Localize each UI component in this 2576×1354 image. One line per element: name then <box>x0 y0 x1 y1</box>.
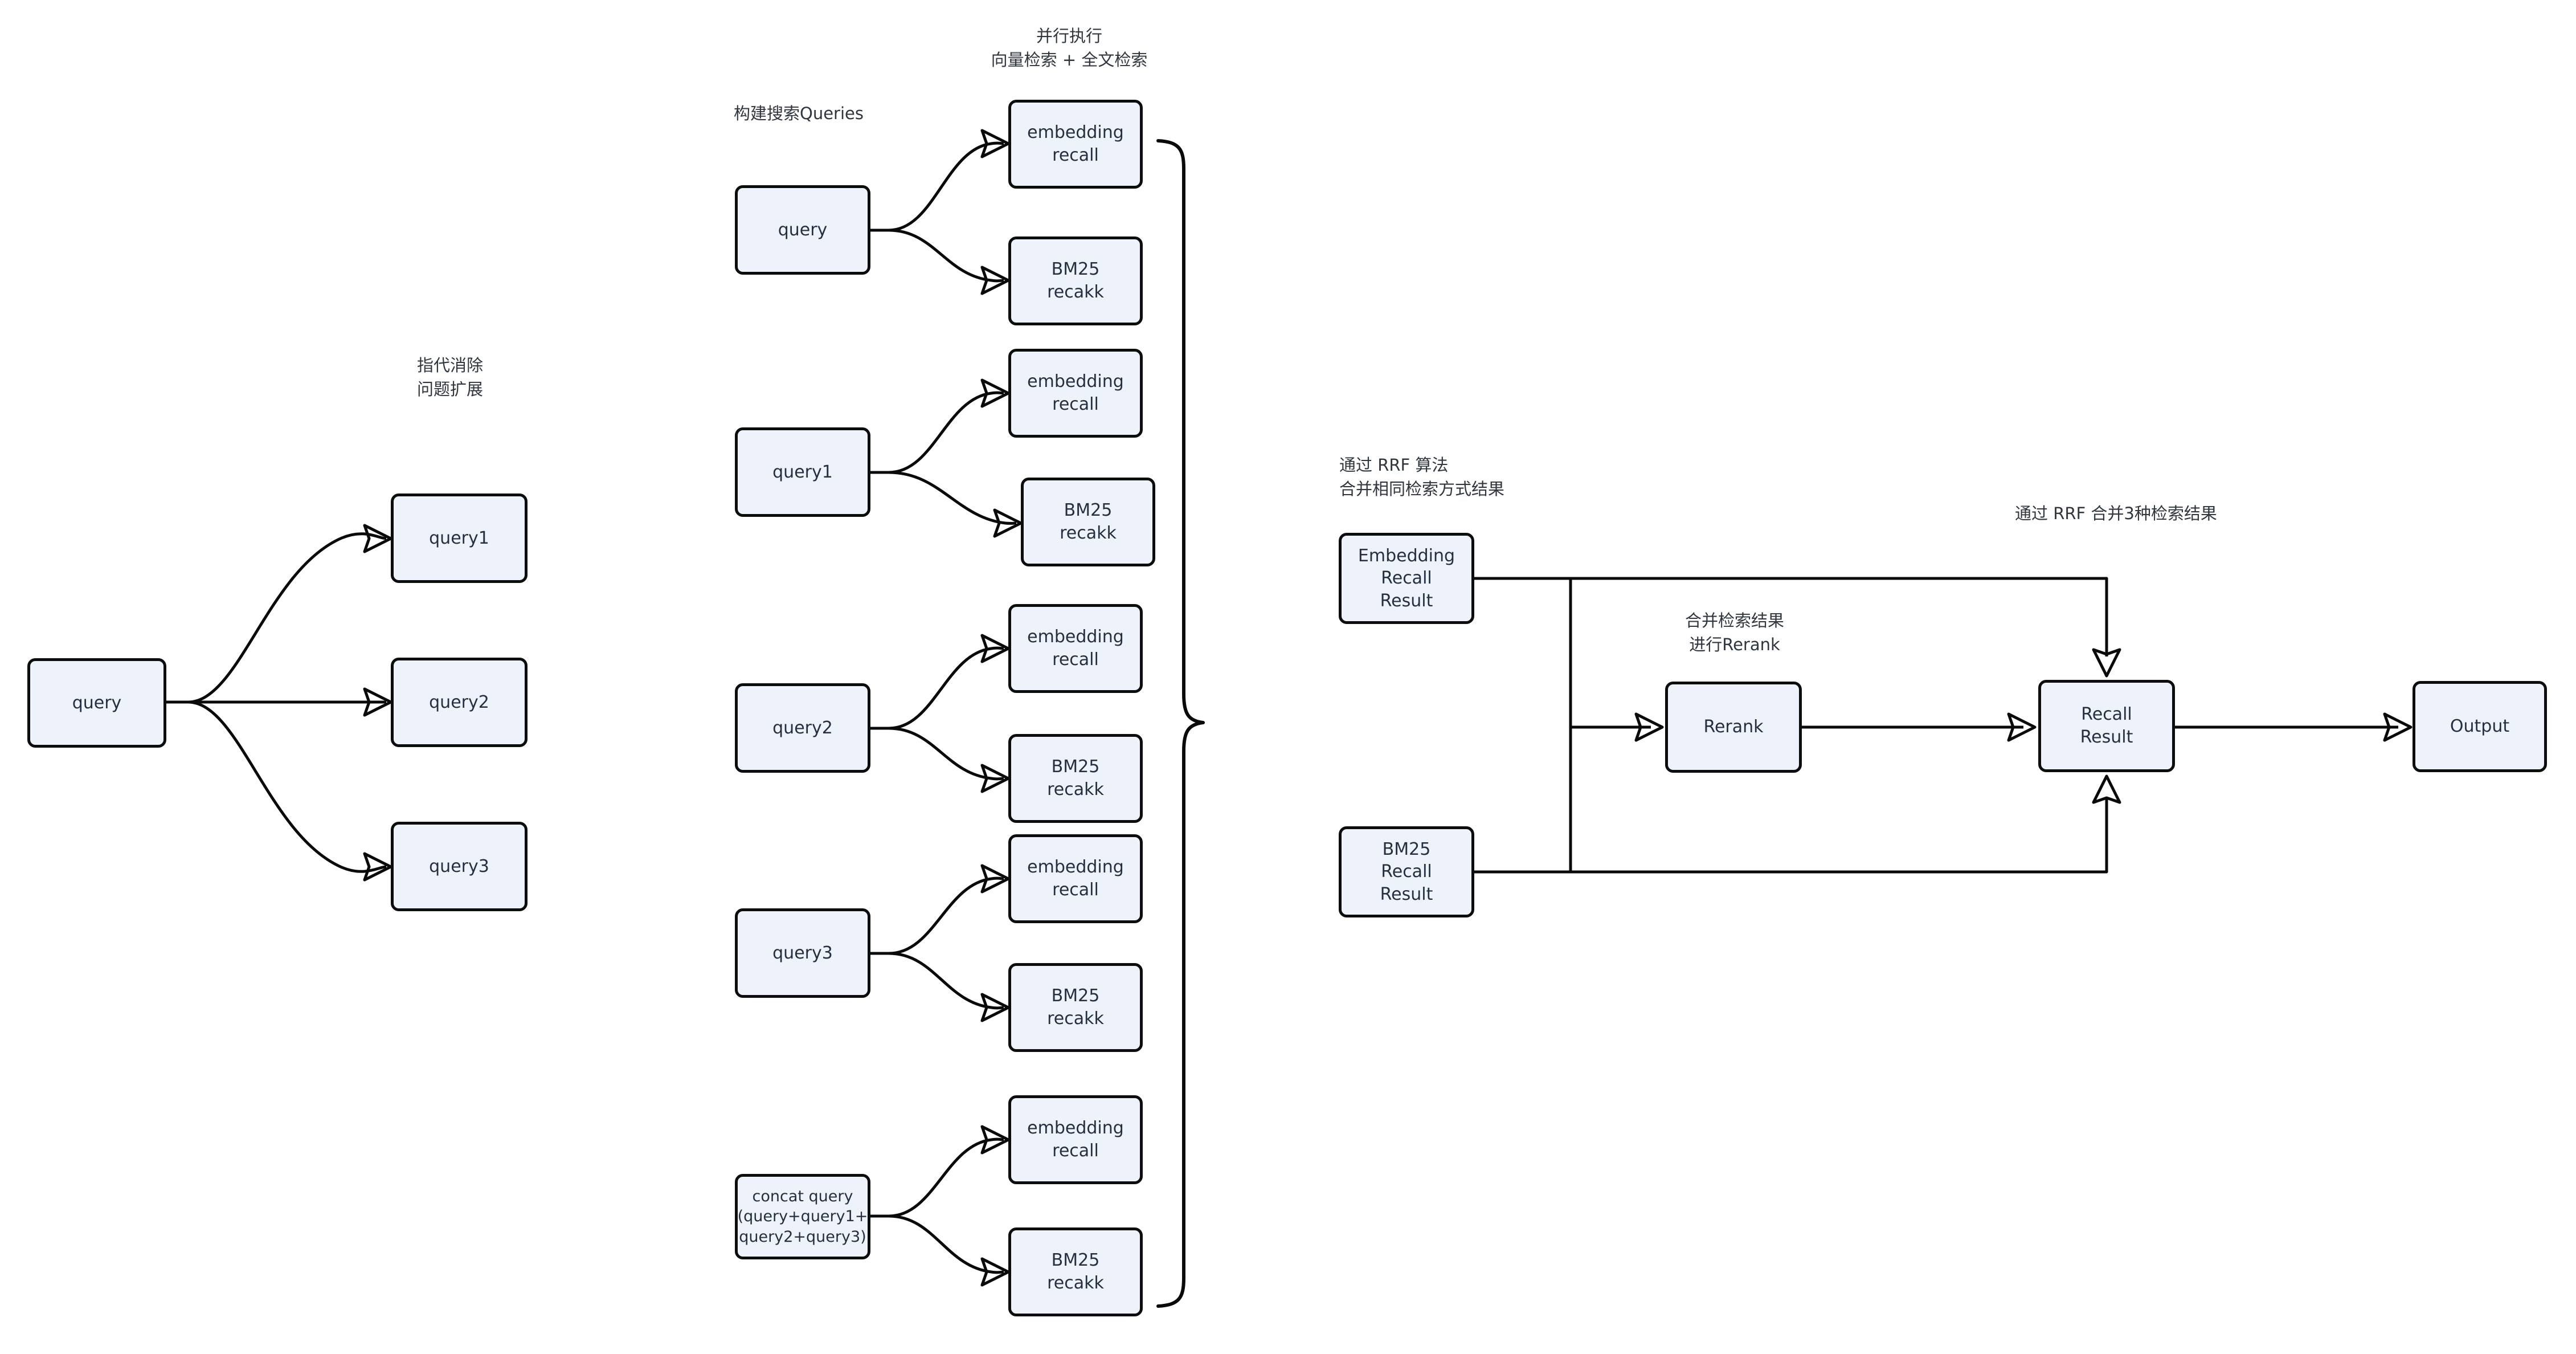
note-merge-and-rerank: 合并检索结果 进行Rerank <box>1684 611 1784 655</box>
arrowhead-rerank <box>1634 712 1664 742</box>
edge-q4-bm25 <box>888 1214 1004 1274</box>
arrowhead-recall-result-bottom <box>2092 774 2121 804</box>
arrowhead-q1-embedding <box>980 378 1010 408</box>
node-embedding-recall-4[interactable]: embedding recall <box>1008 1095 1143 1184</box>
node-expanded-query1[interactable]: query1 <box>391 494 528 583</box>
arrowhead-q0-embedding <box>980 129 1010 158</box>
arrowhead-query3 <box>363 852 392 882</box>
arrowhead-query2 <box>363 687 392 717</box>
arrowhead-q4-embedding <box>980 1125 1010 1155</box>
arrowhead-q2-bm25 <box>980 764 1010 793</box>
arrowhead-q3-bm25 <box>980 993 1010 1022</box>
node-bm25-recall-2[interactable]: BM25 recakk <box>1008 734 1143 823</box>
note-coref-expansion: 指代消除 问题扩展 <box>416 356 483 399</box>
arrowhead-q4-bm25 <box>980 1257 1010 1287</box>
edge-bm25-result-to-recall-result <box>1474 798 2108 874</box>
node-embedding-recall-0[interactable]: embedding recall <box>1008 100 1143 189</box>
edge-q1-bm25 <box>888 471 1017 525</box>
arrowhead-output <box>2383 712 2413 742</box>
node-bm25-recall-4[interactable]: BM25 recakk <box>1008 1227 1143 1316</box>
node-search-query-0[interactable]: query <box>735 185 870 275</box>
note-rrf-merge-same-method: 通过 RRF 算法 合并相同检索方式结果 <box>1339 455 1505 499</box>
arrowhead-recall-result-top <box>2092 648 2121 678</box>
node-bm25-recall-result[interactable]: BM25 Recall Result <box>1339 826 1474 917</box>
edge-q2-bm25 <box>888 727 1004 781</box>
edge-q0-bm25 <box>888 229 1004 283</box>
arrowhead-q2-embedding <box>980 634 1010 663</box>
node-embedding-recall-2[interactable]: embedding recall <box>1008 604 1143 693</box>
edge-q2-embedding <box>888 646 1004 730</box>
node-query-source[interactable]: query <box>27 658 166 748</box>
arrowhead-q3-embedding <box>980 864 1010 894</box>
note-rrf-merge-three: 通过 RRF 合并3种检索结果 <box>2015 504 2217 523</box>
node-bm25-recall-0[interactable]: BM25 recakk <box>1008 236 1143 325</box>
edge-q3-bm25 <box>888 952 1004 1010</box>
node-embedding-recall-3[interactable]: embedding recall <box>1008 834 1143 923</box>
edge-q3-embedding <box>888 876 1004 955</box>
grouping-brace <box>1156 139 1205 1308</box>
node-search-query-concat[interactable]: concat query (query+query1+ query2+query… <box>735 1174 870 1259</box>
node-bm25-recall-1[interactable]: BM25 recakk <box>1021 478 1155 566</box>
node-search-query-3[interactable]: query3 <box>735 908 870 998</box>
node-rerank[interactable]: Rerank <box>1665 682 1802 773</box>
edge-q1-embedding <box>888 391 1004 474</box>
node-expanded-query2[interactable]: query2 <box>391 658 528 747</box>
node-search-query-1[interactable]: query1 <box>735 427 870 517</box>
note-build-queries: 构建搜索Queries <box>734 104 864 123</box>
edge-query-to-query3 <box>187 700 387 873</box>
edge-query-to-query1 <box>187 532 387 704</box>
node-expanded-query3[interactable]: query3 <box>391 822 528 911</box>
node-recall-result[interactable]: Recall Result <box>2038 680 2175 772</box>
arrowhead-q1-bm25 <box>993 508 1023 538</box>
arrowhead-q0-bm25 <box>980 266 1010 295</box>
node-output[interactable]: Output <box>2413 681 2547 772</box>
node-search-query-2[interactable]: query2 <box>735 683 870 773</box>
arrowhead-query1 <box>363 524 392 553</box>
edge-q4-embedding <box>888 1137 1004 1218</box>
arrowhead-recall-result-left <box>2007 712 2037 742</box>
note-parallel-execution: 并行执行 向量检索 + 全文检索 <box>991 26 1148 70</box>
node-embedding-recall-result[interactable]: Embedding Recall Result <box>1339 533 1474 624</box>
edge-q0-embedding <box>888 141 1004 232</box>
node-embedding-recall-1[interactable]: embedding recall <box>1008 349 1143 438</box>
node-bm25-recall-3[interactable]: BM25 recakk <box>1008 963 1143 1052</box>
